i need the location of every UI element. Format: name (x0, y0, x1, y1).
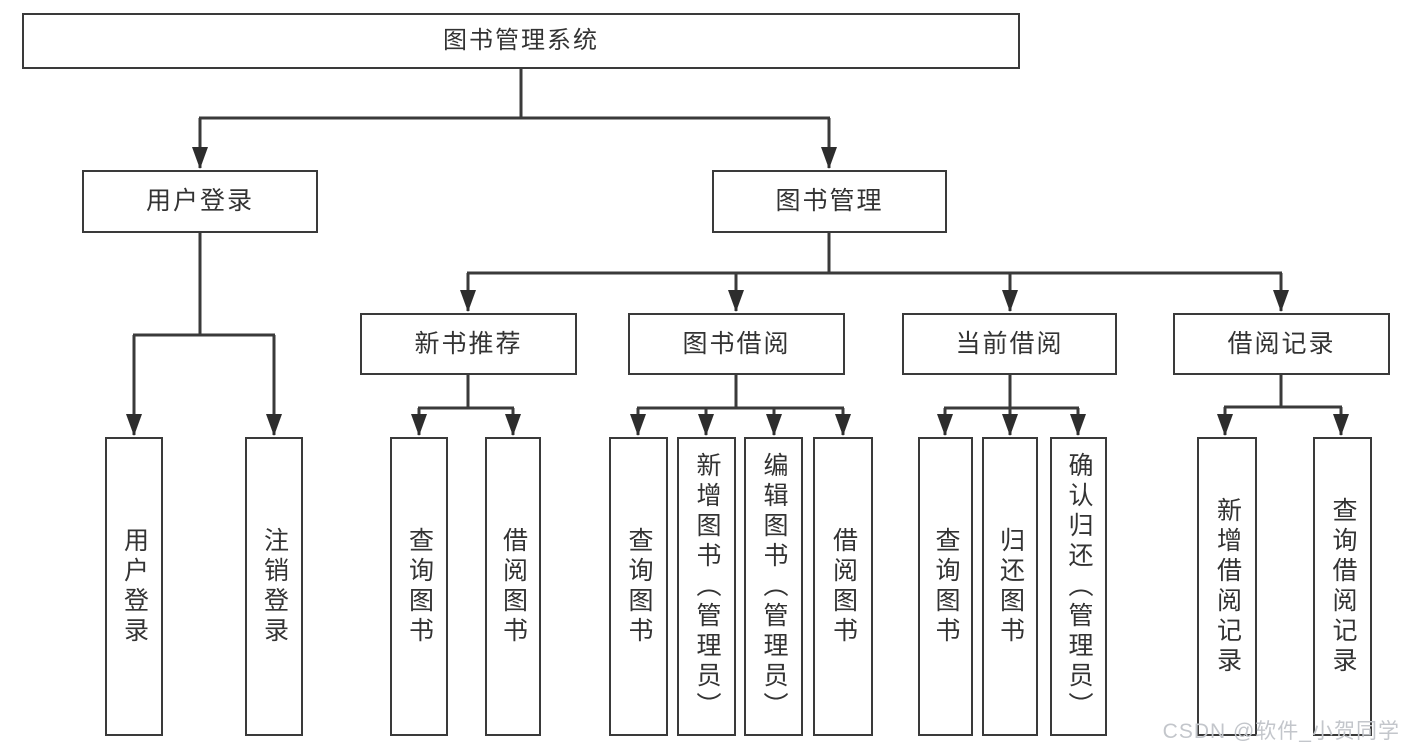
connector-user-login-children (126, 233, 282, 436)
connector-root-to-level2 (192, 69, 837, 169)
leaf-confirm-return-admin-label: 确认归还（管理员） (1065, 451, 1093, 722)
node-root-label: 图书管理系统 (443, 27, 599, 54)
node-current-borrow-label: 当前借阅 (955, 329, 1064, 358)
node-borrow-record: 借阅记录 (1173, 313, 1390, 375)
node-root-library-management-system: 图书管理系统 (22, 13, 1020, 69)
leaf-edit-books-admin: 编辑图书（管理员） (744, 437, 803, 736)
leaf-newbook-query-books-label: 查询图书 (405, 526, 434, 647)
node-user-login-label: 用户登录 (145, 187, 254, 215)
node-book-borrow-label: 图书借阅 (682, 329, 791, 358)
leaf-return-books-label: 归还图书 (996, 526, 1025, 647)
node-new-book-recommend-label: 新书推荐 (414, 329, 523, 358)
node-current-borrow: 当前借阅 (902, 313, 1117, 375)
node-user-login: 用户登录 (82, 170, 318, 233)
leaf-borrow-books: 借阅图书 (813, 437, 873, 736)
leaf-borrow-query-books: 查询图书 (609, 437, 668, 736)
connector-new-book-children (411, 375, 521, 436)
node-borrow-record-label: 借阅记录 (1227, 329, 1336, 358)
node-book-management: 图书管理 (712, 170, 947, 233)
leaf-logout: 注销登录 (245, 437, 303, 736)
leaf-query-borrow-record-label: 查询借阅记录 (1329, 496, 1357, 677)
connector-borrow-record-children (1217, 375, 1349, 436)
csdn-watermark: CSDN @软件_小贺同学 (1162, 720, 1400, 743)
leaf-add-books-admin: 新增图书（管理员） (677, 437, 736, 736)
leaf-newbook-query-books: 查询图书 (390, 437, 448, 736)
connector-current-borrow-children (937, 375, 1086, 436)
connector-book-management-sections (460, 233, 1289, 312)
leaf-edit-books-admin-label: 编辑图书（管理员） (760, 451, 788, 722)
node-new-book-recommend: 新书推荐 (360, 313, 577, 375)
leaf-newbook-borrow-books-label: 借阅图书 (499, 526, 528, 647)
leaf-current-query-books: 查询图书 (918, 437, 973, 736)
leaf-query-borrow-record: 查询借阅记录 (1313, 437, 1372, 736)
leaf-user-login-label: 用户登录 (120, 526, 149, 647)
leaf-return-books: 归还图书 (982, 437, 1038, 736)
leaf-borrow-books-label: 借阅图书 (829, 526, 858, 647)
leaf-add-borrow-record: 新增借阅记录 (1197, 437, 1257, 736)
leaf-current-query-books-label: 查询图书 (932, 526, 960, 647)
node-book-borrow: 图书借阅 (628, 313, 845, 375)
leaf-add-books-admin-label: 新增图书（管理员） (693, 451, 721, 722)
leaf-borrow-query-books-label: 查询图书 (625, 526, 653, 647)
leaf-user-login: 用户登录 (105, 437, 163, 736)
connector-book-borrow-children (630, 375, 851, 436)
leaf-newbook-borrow-books: 借阅图书 (485, 437, 541, 736)
leaf-add-borrow-record-label: 新增借阅记录 (1213, 496, 1242, 677)
node-book-management-label: 图书管理 (775, 187, 884, 215)
leaf-confirm-return-admin: 确认归还（管理员） (1050, 437, 1107, 736)
leaf-logout-label: 注销登录 (260, 526, 289, 647)
